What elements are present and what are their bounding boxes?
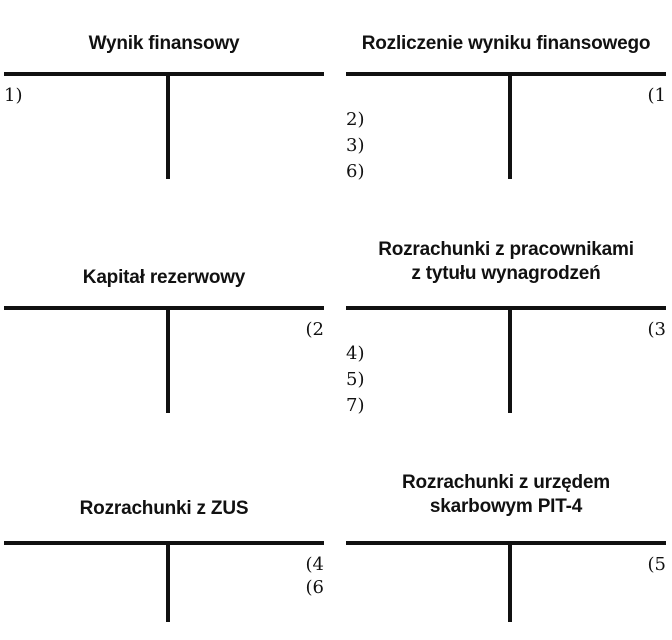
debit-entry: 4) <box>346 343 365 364</box>
title-line: Rozrachunki z urzędem <box>401 472 610 493</box>
title-line: Rozrachunki z pracownikami <box>378 239 634 260</box>
debit-entry: 3) <box>346 135 365 156</box>
title-line: Rozrachunki z ZUS <box>79 498 249 519</box>
title-line: skarbowym PIT-4 <box>429 496 583 517</box>
t-account-horizontal-line <box>346 541 666 545</box>
debit-entry: 7) <box>346 395 365 416</box>
t-account-vertical-line <box>508 72 512 179</box>
credit-entry: (1 <box>647 85 666 106</box>
debit-entry: 2) <box>346 109 365 130</box>
title-line: Kapitał rezerwowy <box>82 267 246 288</box>
debit-entry: 1) <box>4 85 23 106</box>
credit-entry: (2 <box>305 319 324 340</box>
account-title: Rozliczenie wyniku finansowego <box>346 32 666 56</box>
account-title: Wynik finansowy <box>4 32 324 56</box>
t-account-vertical-line <box>166 541 170 622</box>
credit-entry: (5 <box>647 554 666 575</box>
t-account-horizontal-line <box>4 72 324 76</box>
t-account-vertical-line <box>508 541 512 622</box>
t-account-horizontal-line <box>346 72 666 76</box>
account-title: Kapitał rezerwowy <box>4 266 324 290</box>
t-account-vertical-line <box>166 306 170 413</box>
title-line: Rozliczenie wyniku finansowego <box>361 33 651 54</box>
t-account-horizontal-line <box>346 306 666 310</box>
t-account-vertical-line <box>508 306 512 413</box>
credit-entry: (3 <box>647 319 666 340</box>
title-line: z tytułu wynagrodzeń <box>411 263 601 284</box>
account-title: Rozrachunki z ZUS <box>4 497 324 521</box>
title-line: Wynik finansowy <box>88 33 240 54</box>
debit-entry: 5) <box>346 369 365 390</box>
credit-entry: (6 <box>305 577 324 598</box>
t-account-vertical-line <box>166 72 170 179</box>
t-account-horizontal-line <box>4 541 324 545</box>
account-title: Rozrachunki z urzędem skarbowym PIT-4 <box>346 471 666 519</box>
debit-entry: 6) <box>346 161 365 182</box>
credit-entry: (4 <box>305 554 324 575</box>
account-title: Rozrachunki z pracownikami z tytułu wyna… <box>346 238 666 286</box>
t-account-horizontal-line <box>4 306 324 310</box>
